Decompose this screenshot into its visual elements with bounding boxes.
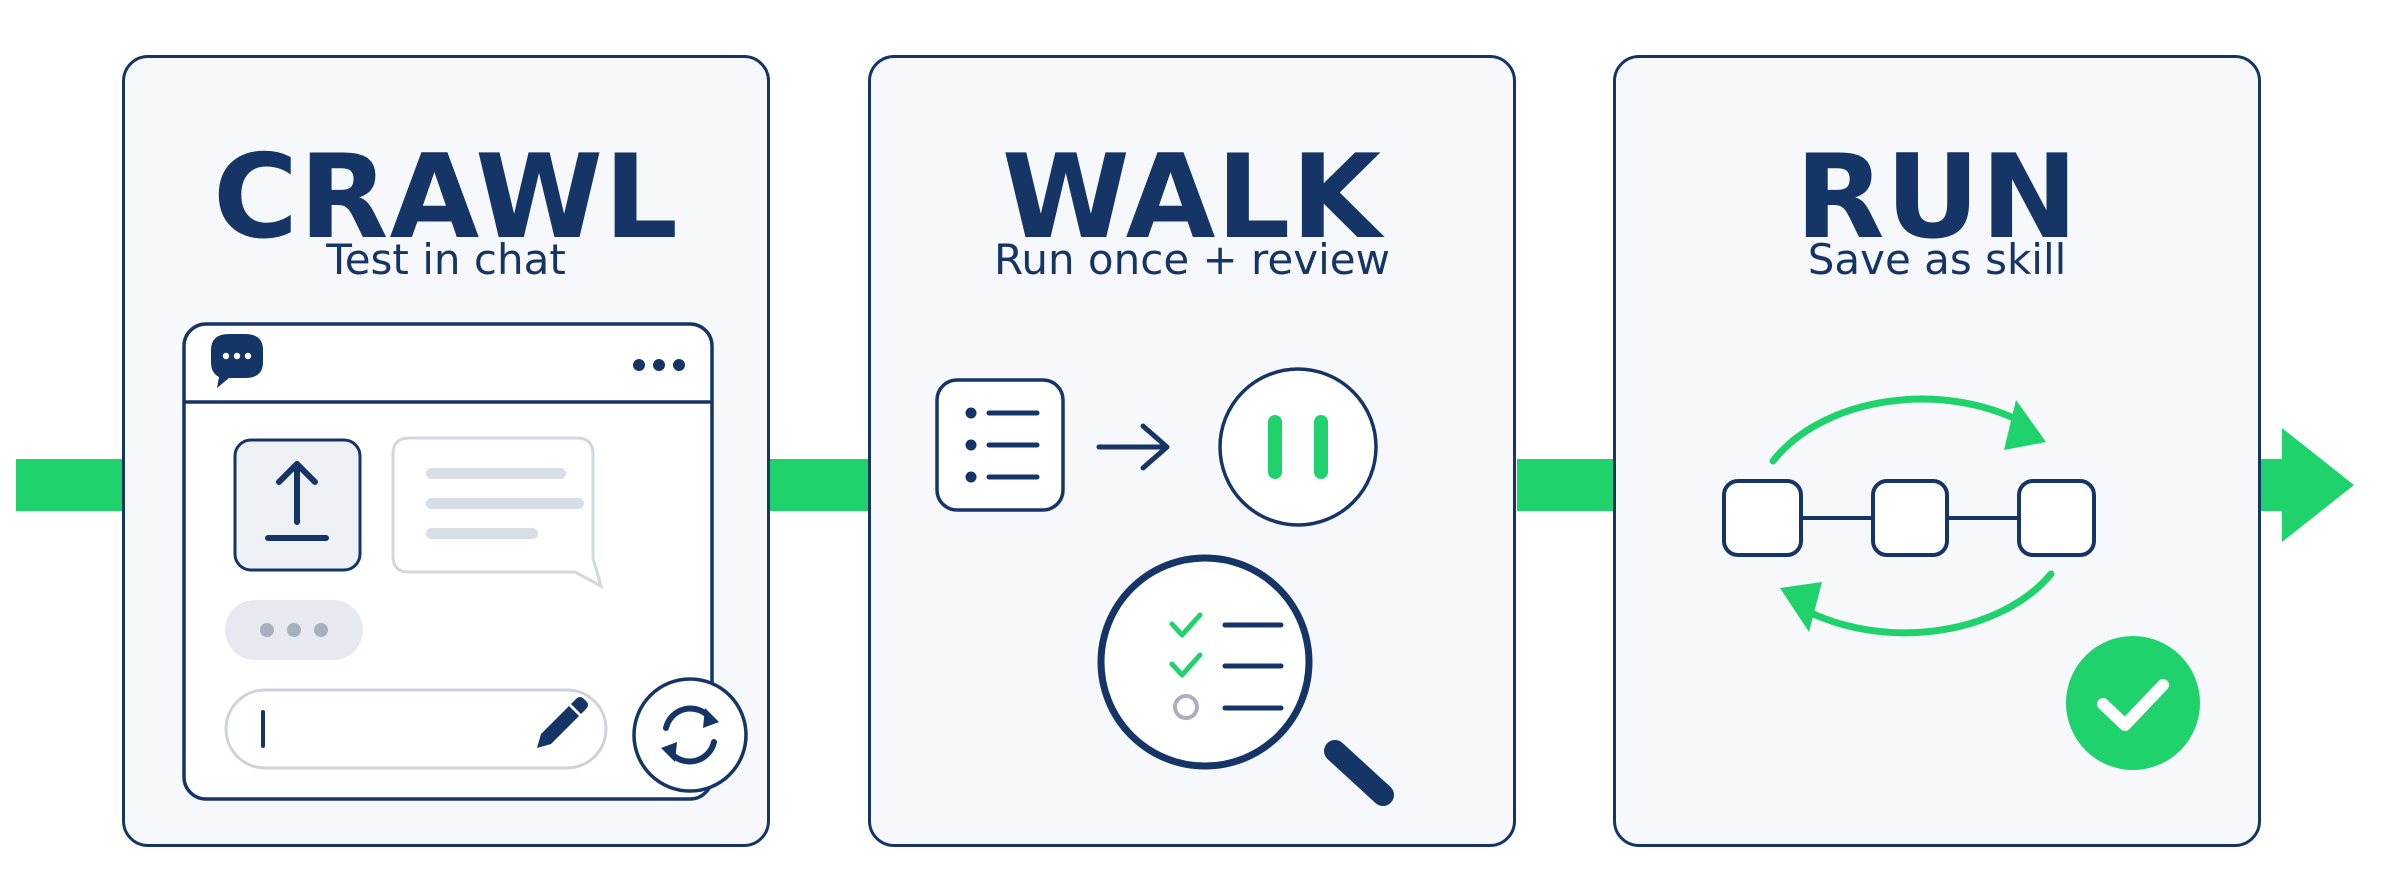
list-icon <box>935 378 1065 512</box>
walk-illustration <box>935 367 1394 806</box>
stage-subtitle-crawl: Test in chat <box>326 235 566 284</box>
typing-indicator-icon <box>225 600 363 660</box>
message-lines-icon <box>391 436 604 590</box>
stage-subtitle-run: Save as skill <box>1807 235 2067 284</box>
flow-arrow-head-icon <box>2282 428 2354 542</box>
chat-input-field[interactable] <box>224 688 608 770</box>
flow-band-crawl-walk <box>768 459 870 511</box>
pencil-icon[interactable] <box>537 697 588 748</box>
more-dots-icon[interactable] <box>633 359 685 371</box>
magnifier-checklist-icon <box>1097 554 1394 806</box>
stage-subtitle-walk: Run once + review <box>994 235 1390 284</box>
stage-title-run: RUN <box>1795 130 2079 265</box>
stage-title-walk: WALK <box>1001 130 1383 265</box>
stage-card-walk: WALK Run once + review <box>868 55 1516 847</box>
run-illustration <box>1722 395 2200 770</box>
crawl-illustration <box>182 322 748 801</box>
stage-title-crawl: CRAWL <box>213 130 679 265</box>
flow-band-walk-run <box>1517 459 1615 511</box>
refresh-icon[interactable] <box>632 677 748 793</box>
upload-icon[interactable] <box>233 438 362 572</box>
workflow-nodes-icon <box>1722 479 2096 557</box>
stage-card-crawl: CRAWL Test in chat <box>122 55 770 847</box>
stage-card-run: RUN Save as skill <box>1613 55 2261 847</box>
checkmark-badge-icon <box>2066 636 2200 770</box>
cycle-arrows-icon <box>1769 395 2055 637</box>
right-arrow-icon <box>1096 423 1170 471</box>
chat-bubble-icon <box>211 334 263 388</box>
flow-band-start <box>16 459 124 511</box>
pause-icon[interactable] <box>1218 367 1378 527</box>
